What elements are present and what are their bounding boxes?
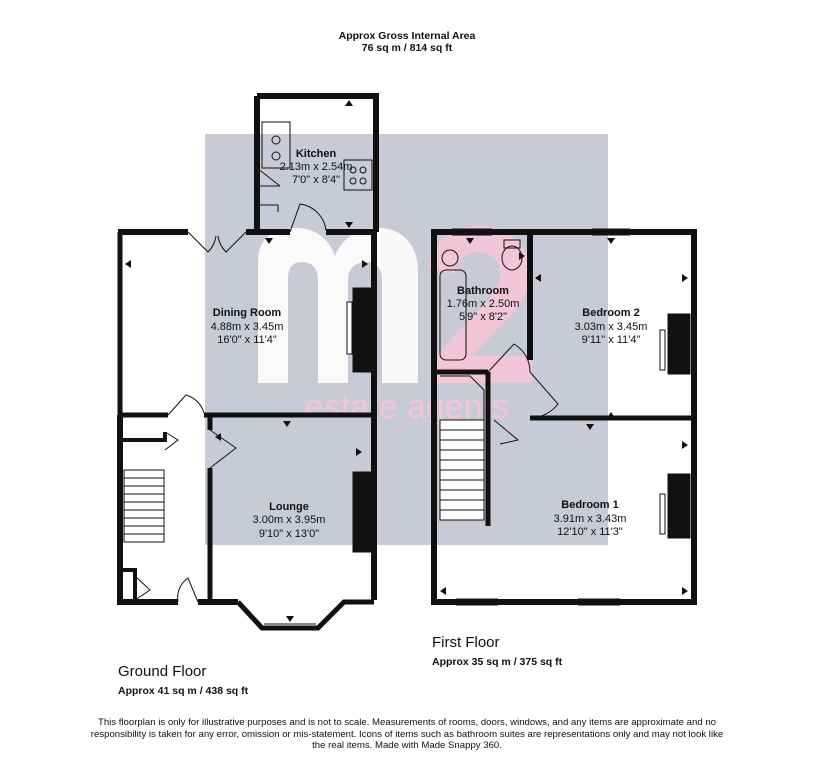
bedroom1-metric: 3.91m x 3.43m xyxy=(554,513,627,525)
bedroom2-imperial: 9'11" x 11'4" xyxy=(582,334,641,346)
under-stairs xyxy=(120,432,167,442)
ground-floor-area: Approx 41 sq m / 438 sq ft xyxy=(118,685,249,697)
first-floor-area: Approx 35 sq m / 375 sq ft xyxy=(432,656,563,668)
ground-left-wall xyxy=(117,415,238,605)
kitchen-metric: 2.13m x 2.54m xyxy=(280,161,353,173)
ground-floor-title: Ground Floor xyxy=(118,663,207,680)
first-floor-plan xyxy=(431,228,697,606)
dining-chimney xyxy=(352,287,374,373)
bedroom2-metric: 3.03m x 3.45m xyxy=(575,321,648,333)
room-lounge: Lounge 3.00m x 3.95m 9'10" x 13'0" xyxy=(253,501,326,540)
lounge-chimney xyxy=(352,471,374,553)
room-dining: Dining Room 4.88m x 3.45m 16'0" x 11'4" xyxy=(211,307,284,346)
bedroom1-imperial: 12'10" x 11'3" xyxy=(557,526,623,538)
cupboard-wall xyxy=(120,568,137,602)
bathroom-name: Bathroom xyxy=(457,285,509,297)
bay-glazing xyxy=(264,623,316,631)
radiator-dining xyxy=(346,301,353,355)
bathroom-imperial: 5'9" x 8'2" xyxy=(459,311,507,323)
room-kitchen: Kitchen 2.13m x 2.54m 7'0" x 8'4" xyxy=(280,148,353,186)
kitchen-imperial: 7'0" x 8'4" xyxy=(292,174,340,186)
kitchen-name: Kitchen xyxy=(296,148,337,160)
first-floor-title: First Floor xyxy=(432,634,500,651)
first-stairs xyxy=(439,375,485,521)
bathroom-fittings xyxy=(439,239,559,445)
lounge-metric: 3.00m x 3.95m xyxy=(253,514,326,526)
bay-window xyxy=(236,599,374,631)
first-outer-walls xyxy=(431,229,697,605)
lounge-imperial: 9'10" x 13'0" xyxy=(259,528,319,540)
gross-area-header: Approx Gross Internal Area 76 sq m / 814… xyxy=(0,30,814,54)
windows-first xyxy=(452,228,630,606)
dining-metric: 4.88m x 3.45m xyxy=(211,321,284,333)
room-bathroom: Bathroom 1.76m x 2.50m 5'9" x 8'2" xyxy=(447,285,520,323)
gross-area-title: Approx Gross Internal Area xyxy=(338,30,476,42)
room-bedroom-2: Bedroom 2 3.03m x 3.45m 9'11" x 11'4" xyxy=(575,307,648,346)
dining-name: Dining Room xyxy=(213,307,282,319)
kitchen-walls xyxy=(254,93,379,232)
dining-imperial: 16'0" x 11'4" xyxy=(217,334,277,346)
disclaimer: This floorplan is only for illustrative … xyxy=(90,717,724,751)
landing-wall xyxy=(436,369,491,526)
lounge-name: Lounge xyxy=(269,501,309,513)
radiator-bed1 xyxy=(659,493,666,535)
bathroom-metric: 1.76m x 2.50m xyxy=(447,298,520,310)
gross-area-value: 76 sq m / 814 sq ft xyxy=(361,42,453,54)
bedroom2-name: Bedroom 2 xyxy=(582,307,639,319)
bedroom1-chimney xyxy=(667,473,691,539)
bedroom2-chimney xyxy=(667,313,691,375)
radiator-bed2 xyxy=(659,329,666,371)
watermark: estate agents xyxy=(205,134,608,545)
kitchen-fittings xyxy=(256,121,373,191)
opening-markers xyxy=(125,100,688,622)
room-bedroom-1: Bedroom 1 3.91m x 3.43m 12'10" x 11'3" xyxy=(554,499,627,538)
ground-stairs xyxy=(123,469,165,543)
ground-floor-plan xyxy=(117,93,379,631)
bedroom1-name: Bedroom 1 xyxy=(561,499,618,511)
